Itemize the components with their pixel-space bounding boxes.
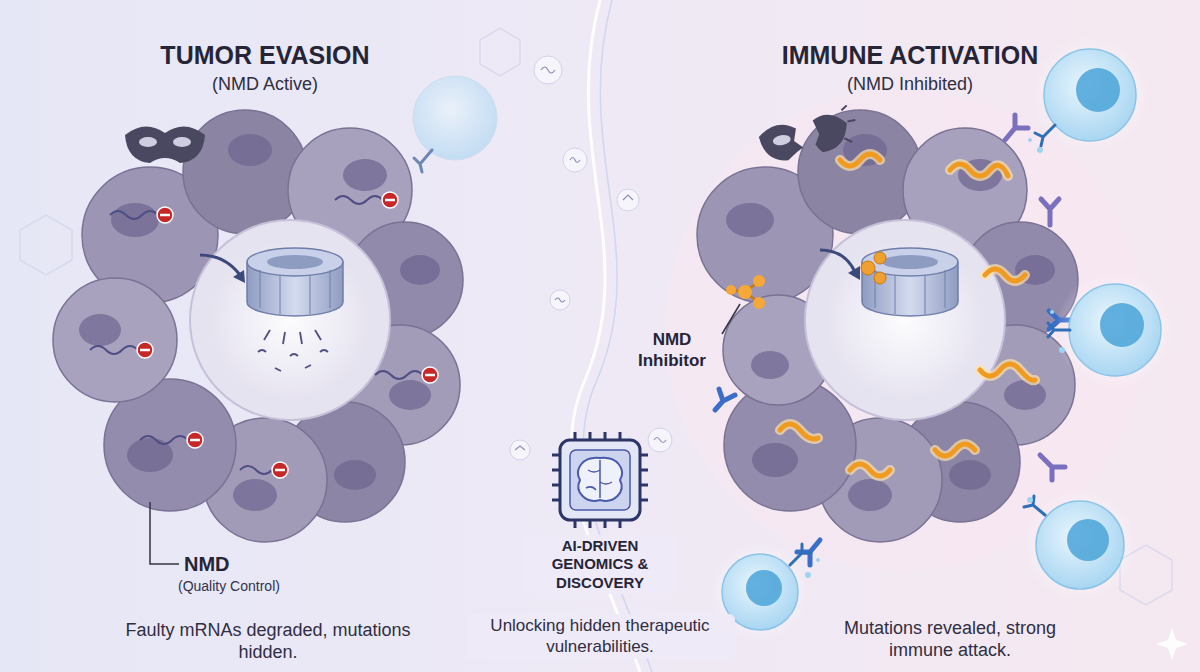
panel-subheading: (NMD Active): [115, 74, 415, 96]
center-caption: Unlocking hidden therapeutic vulnerabili…: [465, 614, 735, 659]
mask-icon: [125, 126, 205, 163]
panel-subheading: (NMD Inhibited): [760, 74, 1060, 96]
nmd-complex: [247, 248, 343, 316]
inhibitor-molecule: [726, 275, 765, 309]
panel-caption: Mutations revealed, strong immune attack…: [819, 618, 1081, 662]
ai-chip: [552, 432, 648, 528]
panel-heading: TUMOR EVASION: [75, 40, 455, 71]
callout-label: NMD: [184, 552, 294, 576]
leader-line: [722, 304, 740, 334]
panel-caption: Faulty mRNAs degraded, mutations hidden.: [123, 620, 413, 664]
broken-mask: [756, 104, 860, 166]
tumor-cluster: [53, 110, 463, 542]
leader-line: [150, 502, 179, 564]
callout-label: NMD Inhibitor: [627, 330, 717, 371]
panel-heading: IMMUNE ACTIVATION: [720, 40, 1100, 71]
chip-label: AI-DRIVEN GENOMICS & DISCOVERY: [525, 535, 675, 594]
callout-note: (Quality Control): [178, 578, 348, 595]
